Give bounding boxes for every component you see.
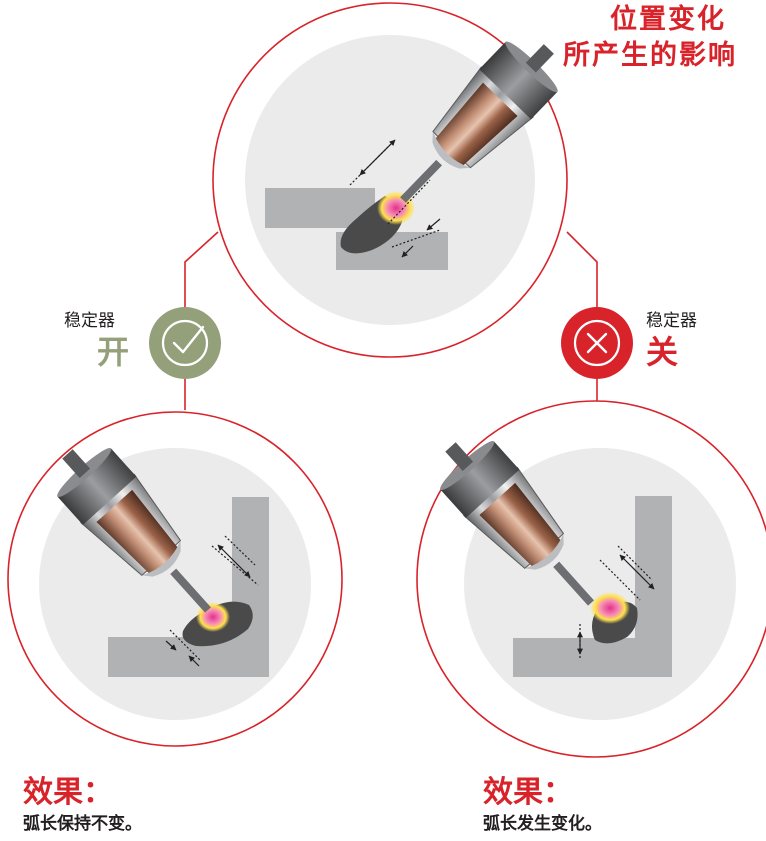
right-stabilizer-state: 关 <box>646 333 679 371</box>
stabilizer-off-icon <box>561 307 633 379</box>
left-stabilizer-state: 开 <box>97 333 130 371</box>
stabilizer-on-icon <box>149 307 221 379</box>
right-scene <box>416 400 766 758</box>
left-scene <box>7 411 343 747</box>
diagram-title-line1: 位置变化 <box>610 4 726 35</box>
left-effect-text: 弧长保持不变。 <box>23 814 142 834</box>
right-stabilizer-label: 稳定器 <box>646 311 697 331</box>
diagram-title-line2: 所产生的影响 <box>563 40 737 71</box>
right-effect-heading: 效果： <box>483 775 573 810</box>
top-scene <box>212 2 576 358</box>
left-effect-heading: 效果： <box>23 775 113 810</box>
right-effect-text: 弧长发生变化。 <box>483 814 602 834</box>
left-stabilizer-label: 稳定器 <box>64 311 115 331</box>
